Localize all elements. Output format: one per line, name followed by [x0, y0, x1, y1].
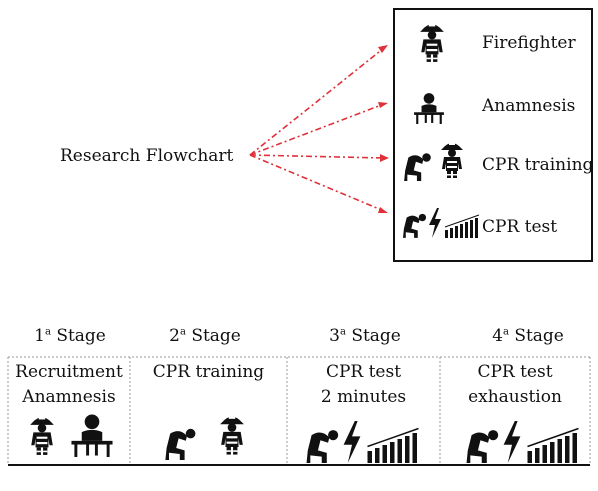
legend-label-anamnesis: Anamnesis	[482, 96, 576, 116]
stage-1-cell: Recruitment Anamnesis	[8, 357, 130, 465]
stage-1-firefighter-icon	[30, 415, 54, 455]
stage-3-cpr-bolt-gauge-icon	[306, 421, 420, 463]
stage-4-cell: CPR test exhaustion	[440, 357, 590, 465]
arrow-to-anamnesis	[249, 103, 385, 156]
stage-1-label: 1a Stage	[34, 326, 106, 346]
legend-label-cpr-test: CPR test	[482, 217, 558, 237]
legend-label-cpr-training: CPR training	[482, 155, 594, 175]
arrow-to-firefighter	[249, 47, 385, 156]
stage-3-line1: CPR test	[325, 362, 402, 382]
stage-4-label: 4a Stage	[492, 326, 564, 346]
stage-2-label: 2a Stage	[169, 326, 241, 346]
arrow-to-cpr-test	[249, 154, 385, 212]
legend-label-firefighter: Firefighter	[482, 33, 576, 53]
arrowhead-1	[378, 45, 388, 53]
stage-2-line1: CPR training	[152, 362, 265, 382]
stage-1-line1: Recruitment	[15, 362, 123, 382]
arrowhead-3	[380, 154, 389, 162]
stage-2-cpr-firefighter-icon	[165, 414, 244, 460]
stage-1-line2: Anamnesis	[22, 387, 116, 407]
arrowhead-2	[378, 102, 388, 108]
arrowhead-4	[378, 207, 388, 213]
flowchart-title: Research Flowchart	[60, 146, 234, 166]
stage-3-label: 3a Stage	[329, 326, 401, 346]
stage-1-desk-person-icon	[71, 414, 113, 457]
stage-4-cpr-bolt-gauge-icon	[466, 421, 580, 463]
stage-4-line2: exhaustion	[468, 387, 562, 407]
stage-4-line1: CPR test	[477, 362, 553, 382]
stage-3-line2: 2 minutes	[320, 387, 407, 407]
stage-2-cell: CPR training	[130, 357, 287, 465]
stage-3-cell: CPR test 2 minutes	[287, 357, 440, 465]
